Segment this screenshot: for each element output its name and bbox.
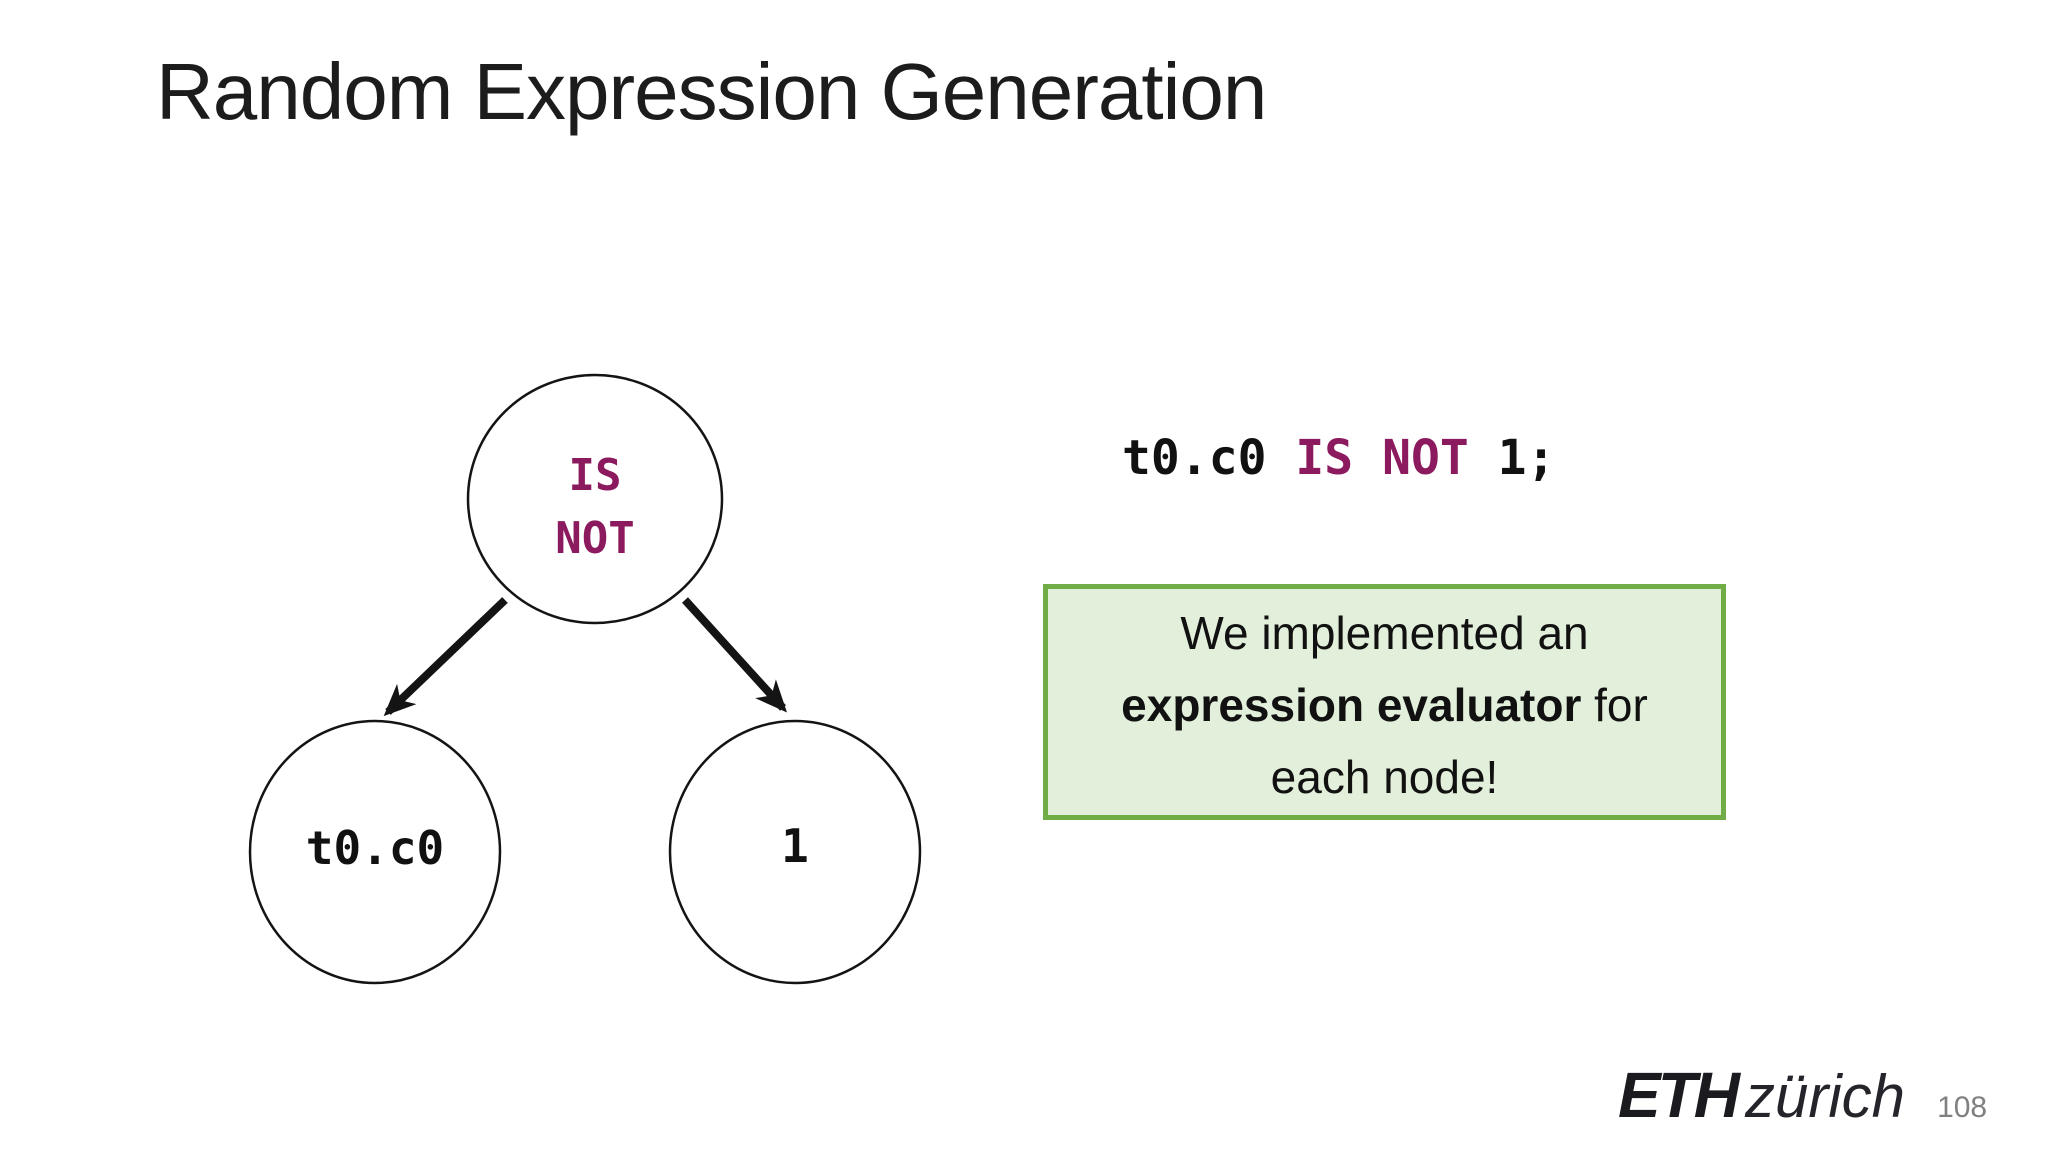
callout-line-2-bold: expression evaluator bbox=[1121, 679, 1582, 731]
right-leaf-label: 1 bbox=[781, 819, 809, 873]
eth-logo-city-text: zürich bbox=[1745, 1063, 1906, 1130]
page-number: 108 bbox=[1937, 1091, 1988, 1124]
callout-line-3: each node! bbox=[1270, 751, 1499, 803]
sql-expression: t0.c0 IS NOT 1; bbox=[1122, 430, 1555, 486]
root-node-label-line1: IS bbox=[569, 450, 622, 501]
root-node-circle bbox=[466, 373, 724, 625]
left-leaf-circle bbox=[248, 719, 502, 985]
left-leaf-label: t0.c0 bbox=[306, 821, 444, 875]
callout-line-2-rest: for bbox=[1581, 679, 1648, 731]
root-node-label-line2: NOT bbox=[555, 513, 634, 564]
expression-operator: IS NOT bbox=[1295, 430, 1469, 486]
callout-line-2: expression evaluator for bbox=[1048, 669, 1721, 741]
callout-box: We implemented an expression evaluator f… bbox=[1043, 584, 1726, 820]
edge-root-to-left-leaf bbox=[383, 597, 508, 717]
page-title: Random Expression Generation bbox=[156, 47, 1267, 136]
edge-root-to-right-leaf bbox=[682, 597, 788, 713]
right-leaf-circle bbox=[668, 719, 922, 985]
eth-logo-text: ETH bbox=[1618, 1059, 1740, 1131]
expression-operand-right: 1; bbox=[1468, 430, 1556, 486]
callout-line-1: We implemented an bbox=[1180, 607, 1589, 659]
expression-operand-left: t0.c0 bbox=[1122, 430, 1296, 486]
